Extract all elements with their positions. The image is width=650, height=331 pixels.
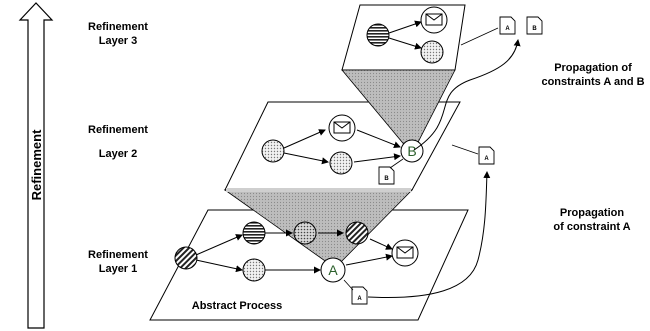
layer2-label-line2: Layer 2 xyxy=(99,148,138,160)
layer1-process: A xyxy=(174,221,419,283)
document-icon: A xyxy=(499,16,516,35)
layer3-label-line1: Refinement xyxy=(88,21,148,33)
svg-text:A: A xyxy=(357,296,362,302)
propagation-ab-line1: Propagation of xyxy=(554,62,632,74)
propagation-arrow-ab xyxy=(413,39,521,151)
node-b-label: B xyxy=(407,143,416,159)
connector-line xyxy=(343,279,354,291)
layer2-process: B xyxy=(261,114,424,175)
document-icon: B xyxy=(378,166,395,185)
propagation-arrow-a xyxy=(367,171,491,298)
document-icon: B xyxy=(526,16,543,35)
document-icon: A xyxy=(478,146,495,165)
envelope-icon xyxy=(333,121,351,134)
propagation-ab-line2: constraints A and B xyxy=(541,76,644,88)
node-diagonal-hatched xyxy=(174,246,198,270)
node-horizontal-hatched xyxy=(242,221,266,245)
propagation-a-line1: Propagation xyxy=(560,207,624,219)
connector-line xyxy=(451,144,479,155)
node-a-label: A xyxy=(328,262,338,278)
node-dotted xyxy=(242,258,266,282)
node-dotted xyxy=(420,40,444,64)
svg-text:B: B xyxy=(532,26,537,32)
svg-text:A: A xyxy=(505,26,510,32)
layer3-label-line2: Layer 3 xyxy=(99,35,138,47)
refinement-axis-label: Refinement xyxy=(29,129,44,200)
layer3-plane xyxy=(341,4,466,71)
cone-layer3-to-layer2 xyxy=(341,69,456,155)
node-dotted xyxy=(261,139,285,163)
layer2-label-line1: Refinement xyxy=(88,124,148,136)
layer1-label-line2: Layer 1 xyxy=(99,263,138,275)
svg-text:A: A xyxy=(484,156,489,162)
cone-layer2-base-band xyxy=(226,188,411,192)
document-icon: A xyxy=(351,286,368,305)
abstract-process-label: Abstract Process xyxy=(192,300,283,312)
node-a xyxy=(320,257,346,283)
node-b xyxy=(400,139,424,163)
envelope-icon xyxy=(425,13,443,26)
propagation-a-line2: of constraint A xyxy=(553,221,630,233)
svg-text:B: B xyxy=(384,176,389,182)
node-dotted xyxy=(329,151,353,175)
layer1-label-line1: Refinement xyxy=(88,249,148,261)
refinement-axis-arrow xyxy=(18,2,54,329)
node-diagonal-hatched-2 xyxy=(345,221,369,245)
envelope-icon xyxy=(396,246,414,259)
connector-line xyxy=(460,27,499,46)
layer3-process xyxy=(366,6,448,64)
node-dotted-dark xyxy=(293,221,317,245)
connector-line xyxy=(389,158,404,169)
node-horizontal-hatched xyxy=(366,23,390,47)
